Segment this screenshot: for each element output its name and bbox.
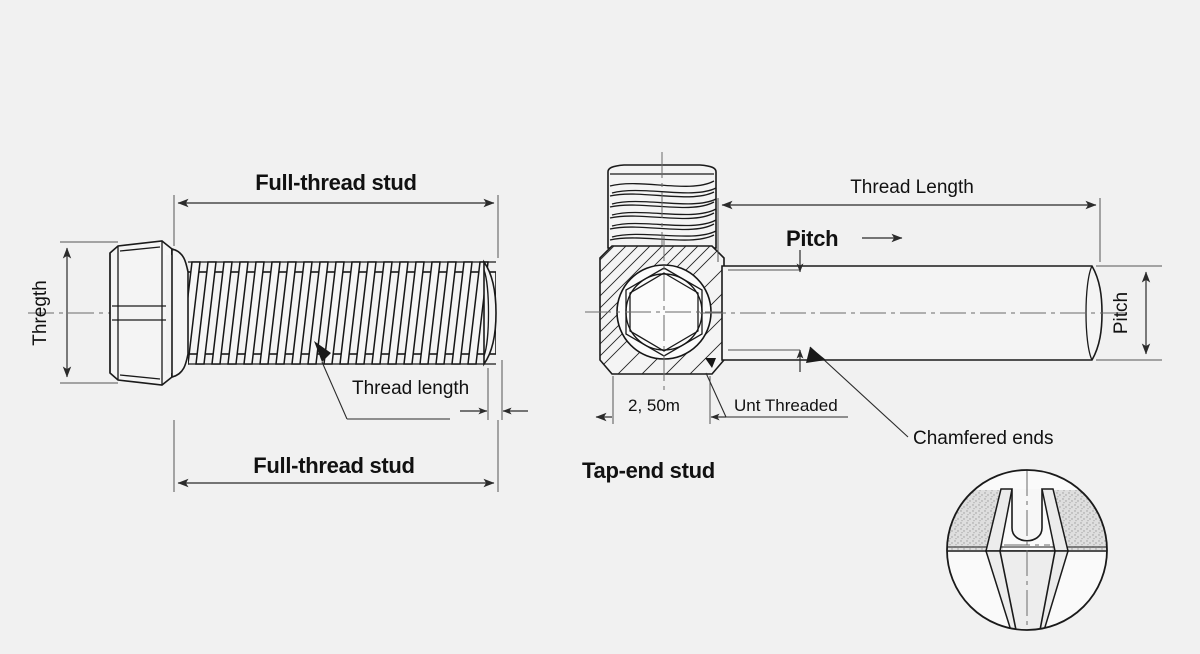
detail-circle-boundary: [946, 469, 1108, 631]
unthreaded-callout: Unt Threaded: [705, 372, 848, 418]
boss-thread-turns: [609, 180, 717, 241]
thread-length-callout: Thread length: [314, 341, 528, 420]
right-figure-tap-end-stud: Thread Length Pitch Pitch: [582, 152, 1162, 483]
pitch-vertical: Pitch: [1096, 265, 1162, 361]
thread-length-title: Thread Length: [850, 177, 974, 198]
dimension-value-label: 2, 50m: [628, 396, 680, 415]
threaded-shank: [166, 247, 526, 379]
left-title-top: Full-thread stud: [255, 170, 416, 195]
pitch-horizontal: Pitch: [728, 226, 903, 372]
left-figure-full-thread-stud: Thregth Full-thread stud Thread length: [28, 170, 528, 492]
dimension-2-50m: 2, 50m: [595, 376, 726, 424]
right-title: Tap-end stud: [582, 458, 715, 483]
tap-end-threaded-boss: [607, 152, 717, 250]
full-thread-stud-bottom-dimension: Full-thread stud: [173, 420, 499, 492]
thread-length-label: Thread length: [352, 378, 469, 399]
thregth-dimension: Thregth: [30, 241, 118, 384]
thregth-label: Thregth: [30, 280, 51, 345]
thread-length-dimension: Thread Length: [717, 177, 1101, 262]
chamfer-corner-mark: [705, 358, 716, 368]
thread-crests: [179, 261, 489, 365]
pitch-label: Pitch: [786, 226, 838, 251]
plain-shaft: [700, 265, 1130, 361]
unthreaded-label: Unt Threaded: [734, 396, 838, 415]
full-thread-stud-top-dimension: Full-thread stud: [173, 170, 499, 258]
chamfered-ends-callout: Chamfered ends: [806, 346, 1053, 449]
left-title-bottom: Full-thread stud: [253, 453, 414, 478]
pitch-vertical-label: Pitch: [1111, 292, 1132, 334]
hex-head: [109, 240, 173, 386]
chamfered-ends-label: Chamfered ends: [913, 428, 1053, 449]
